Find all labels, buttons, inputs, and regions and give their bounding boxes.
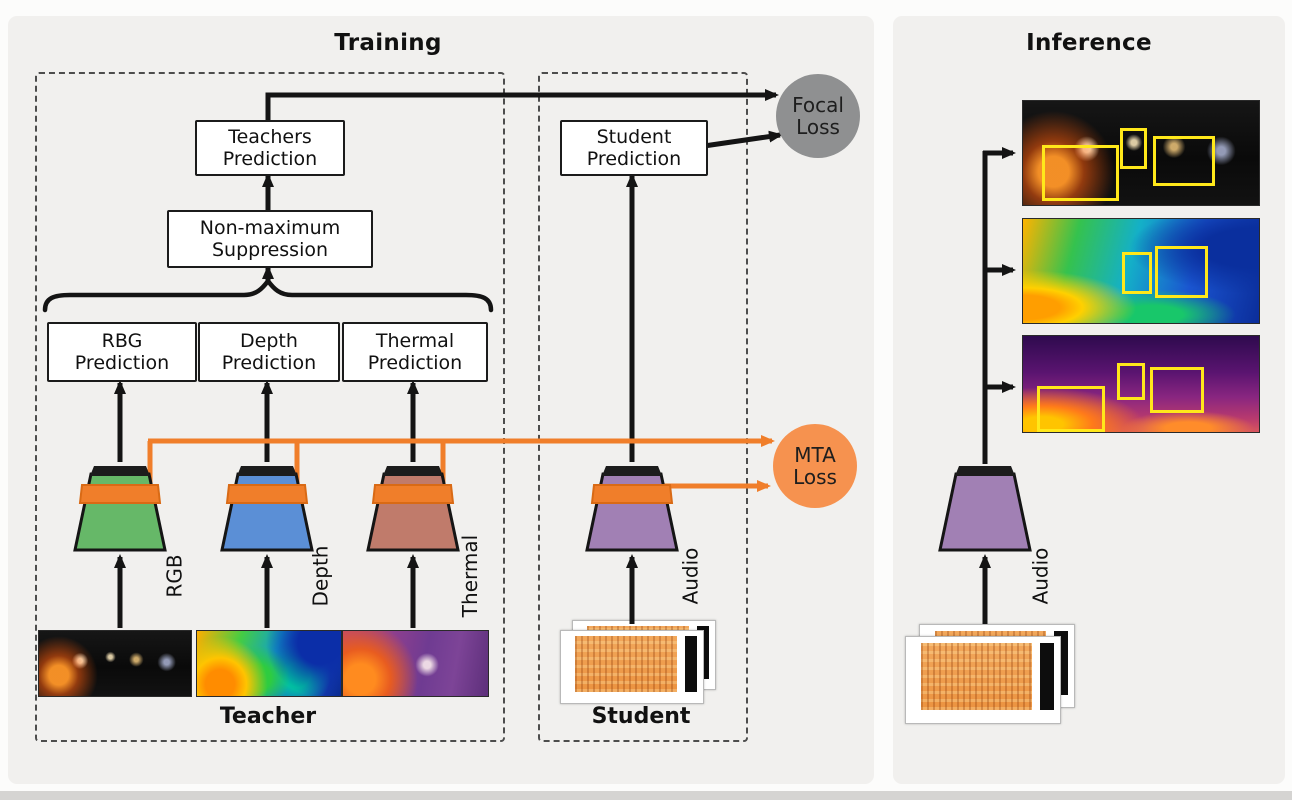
- detection-bbox: [1119, 128, 1147, 170]
- audio-spectrogram-stack: [560, 620, 716, 704]
- depth-feature-band: [225, 484, 309, 504]
- audio-encoder-lid: [602, 466, 662, 476]
- inference-spectrogram: [905, 636, 1061, 724]
- rgb-input-image: [38, 630, 192, 697]
- focal-loss-node: Focal Loss: [776, 74, 860, 158]
- teachers-prediction-box: Teachers Prediction: [195, 120, 345, 176]
- training-title: Training: [334, 30, 442, 56]
- detection-bbox: [1117, 362, 1145, 400]
- rbg-prediction-box: RBG Prediction: [47, 322, 197, 382]
- rgb-encoder: [73, 466, 167, 552]
- bottom-strip: [0, 791, 1292, 800]
- focal-loss-label: Focal Loss: [792, 92, 844, 139]
- audio-encoder: [585, 466, 679, 552]
- nms-box: Non-maximum Suppression: [167, 210, 373, 268]
- student-caption: Student: [591, 704, 691, 729]
- depth-input-image: [196, 630, 342, 697]
- rgb-feature-band: [78, 484, 162, 504]
- depth-encoder: [220, 466, 314, 552]
- detection-output-thermal: [1022, 335, 1260, 433]
- detection-bbox: [1155, 246, 1209, 298]
- inference-spectrogram-stack: [905, 624, 1075, 724]
- detection-bbox: [1152, 136, 1216, 187]
- inference-audio-encoder: [938, 466, 1032, 552]
- nms-label: Non-maximum Suppression: [199, 216, 341, 261]
- inference-panel: Inference: [893, 16, 1285, 784]
- detection-bbox: [1041, 144, 1119, 201]
- detection-output-rgb: [1022, 100, 1260, 206]
- audio-spectrogram: [560, 630, 704, 704]
- student-prediction-box: Student Prediction: [560, 120, 708, 176]
- inference-title: Inference: [1026, 30, 1152, 56]
- depth-encoder-lid: [237, 466, 297, 476]
- thermal-input-image: [342, 630, 489, 697]
- inference-encoder-lid: [955, 466, 1015, 476]
- inference-encoder-body: [938, 472, 1032, 552]
- teacher-caption: Teacher: [219, 704, 317, 729]
- thermal-prediction-label: Thermal Prediction: [367, 329, 463, 374]
- depth-prediction-box: Depth Prediction: [198, 322, 340, 382]
- teachers-prediction-label: Teachers Prediction: [222, 125, 318, 170]
- student-group-box: [538, 72, 748, 742]
- mta-loss-label: MTA Loss: [793, 442, 837, 489]
- audio-feature-band: [590, 484, 674, 504]
- mta-loss-node: MTA Loss: [773, 424, 857, 508]
- detection-output-depth: [1022, 218, 1260, 324]
- student-prediction-label: Student Prediction: [586, 125, 682, 170]
- colorbar: [684, 636, 698, 693]
- detection-bbox: [1150, 366, 1204, 414]
- training-panel: Training: [8, 16, 874, 784]
- detection-bbox: [1122, 252, 1152, 294]
- thermal-feature-band: [371, 484, 455, 504]
- detection-bbox: [1037, 385, 1105, 433]
- thermal-encoder-lid: [383, 466, 443, 476]
- thermal-encoder: [366, 466, 460, 552]
- depth-prediction-label: Depth Prediction: [221, 329, 317, 374]
- thermal-prediction-box: Thermal Prediction: [342, 322, 488, 382]
- rbg-prediction-label: RBG Prediction: [74, 329, 170, 374]
- teacher-group-box: [35, 72, 505, 742]
- colorbar: [1039, 643, 1054, 711]
- rgb-encoder-lid: [90, 466, 150, 476]
